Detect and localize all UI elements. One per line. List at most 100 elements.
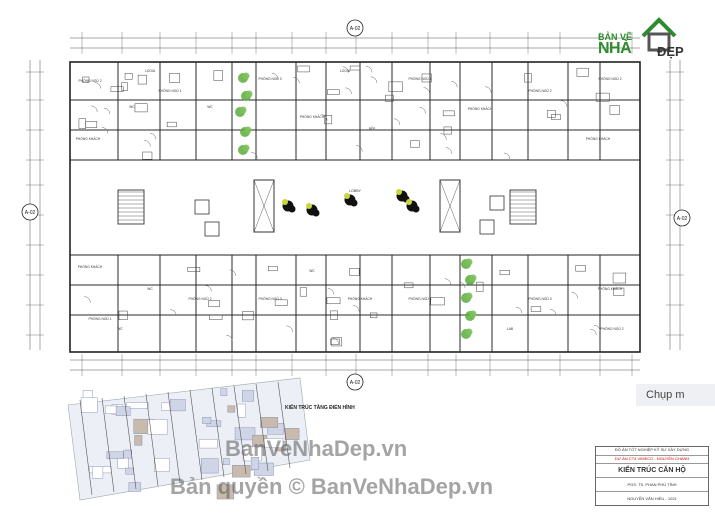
room-outline [527, 129, 569, 161]
room-outline [255, 129, 297, 161]
furniture [187, 267, 201, 272]
elevator-shaft [253, 179, 275, 233]
section-marker-label: A-02 [25, 210, 36, 216]
furniture [410, 140, 420, 148]
room-outline [117, 61, 161, 101]
title-block: ĐỒ ÁN TỐT NGHIỆP KỸ SƯ XÂY DỰNG DỰ ÁN CT… [595, 446, 709, 506]
door-swing [286, 325, 293, 332]
site-logo: BẢN VẼ NHÀ ĐẸP [595, 16, 707, 59]
room-label: PHÒNG KHÁCH [598, 286, 623, 291]
building-outline [69, 61, 641, 353]
tree-green [244, 126, 252, 134]
model-block [115, 406, 131, 416]
model-wall [189, 389, 203, 481]
room-outline [117, 284, 161, 316]
door-swing [440, 133, 447, 140]
model-block [134, 435, 143, 446]
model-block [106, 451, 124, 459]
room-outline [117, 99, 161, 131]
furniture [142, 151, 153, 160]
model-block [216, 484, 235, 500]
tree-green [469, 310, 477, 318]
section-marker [673, 209, 691, 227]
model-wall [101, 397, 115, 493]
door-swing [445, 147, 452, 154]
room-label: PHÒNG KHÁCH [78, 264, 103, 269]
model-block [220, 388, 228, 396]
section-marker-label: A-02 [350, 380, 361, 386]
furniture [209, 314, 223, 320]
furniture [530, 306, 542, 312]
door-swing [101, 127, 108, 134]
service-shaft [479, 219, 495, 235]
model-block [105, 405, 118, 414]
door-swing [271, 72, 279, 80]
room-outline [459, 99, 493, 131]
furniture [349, 268, 360, 276]
door-swing [149, 132, 157, 140]
room-outline [491, 314, 529, 353]
furniture [443, 126, 452, 135]
room-label: WC [117, 327, 123, 331]
model-wall [233, 385, 247, 475]
room-label: PHÒNG NGỦ 2 [528, 88, 551, 93]
room-outline [429, 254, 461, 286]
room-label: PHÒNG NGỦ 3 [528, 296, 551, 301]
furniture [609, 105, 620, 115]
door-swing [229, 269, 237, 276]
model-block [126, 402, 149, 409]
section-marker-label: A-02 [677, 216, 688, 222]
door-swing [342, 66, 349, 73]
room-label: PHÒNG NGỦ 1 [408, 76, 431, 81]
room-outline [159, 129, 197, 161]
room-outline [117, 314, 161, 353]
room-outline [295, 314, 327, 353]
door-swing [170, 309, 177, 316]
door-swing [251, 152, 258, 159]
service-shaft [489, 195, 505, 211]
model-block [242, 390, 254, 402]
section-marker [21, 203, 39, 221]
furniture [388, 81, 403, 92]
furniture [297, 65, 310, 73]
room-outline [359, 99, 393, 131]
title-block-row3: KIẾN TRÚC CĂN HỘ [596, 463, 708, 478]
model-block [202, 416, 212, 424]
tree-highlight [282, 199, 288, 205]
room-label: PHÒNG NGỦ 3 [258, 296, 281, 301]
room-outline [429, 284, 461, 316]
room-label: LOGIA [340, 69, 351, 73]
room-outline [195, 254, 233, 286]
furniture [121, 82, 128, 91]
furniture [613, 287, 625, 296]
door-swing [503, 152, 511, 159]
room-outline [599, 129, 641, 161]
furniture [421, 73, 432, 83]
tree-dark [412, 205, 420, 213]
door-swing [293, 77, 300, 84]
room-outline [459, 129, 493, 161]
model-block [198, 439, 218, 449]
room-outline [69, 284, 119, 316]
room-outline [491, 129, 529, 161]
tree-green [465, 328, 473, 336]
tree-green [239, 106, 247, 114]
furniture [326, 297, 341, 305]
door-swing [103, 107, 111, 115]
room-labels: PHÒNG NGỦ 2 LOGIA PHÒNG KHÁCH WC PHÒNG NGỦ 1… [76, 69, 624, 331]
door-swing [94, 82, 101, 89]
room-outline [295, 284, 327, 316]
room-label: PHÒNG KHÁCH [76, 136, 101, 141]
capture-button[interactable]: Chụp m [636, 384, 715, 406]
room-outline [359, 314, 393, 353]
tree-green [469, 274, 477, 282]
room-outline [195, 314, 233, 353]
model-block [201, 458, 219, 474]
door-swing [451, 81, 458, 88]
room-outline [325, 129, 361, 161]
model-block [154, 458, 170, 472]
room-outline [567, 254, 601, 286]
room-outline [255, 254, 297, 286]
door-swing [594, 325, 601, 332]
